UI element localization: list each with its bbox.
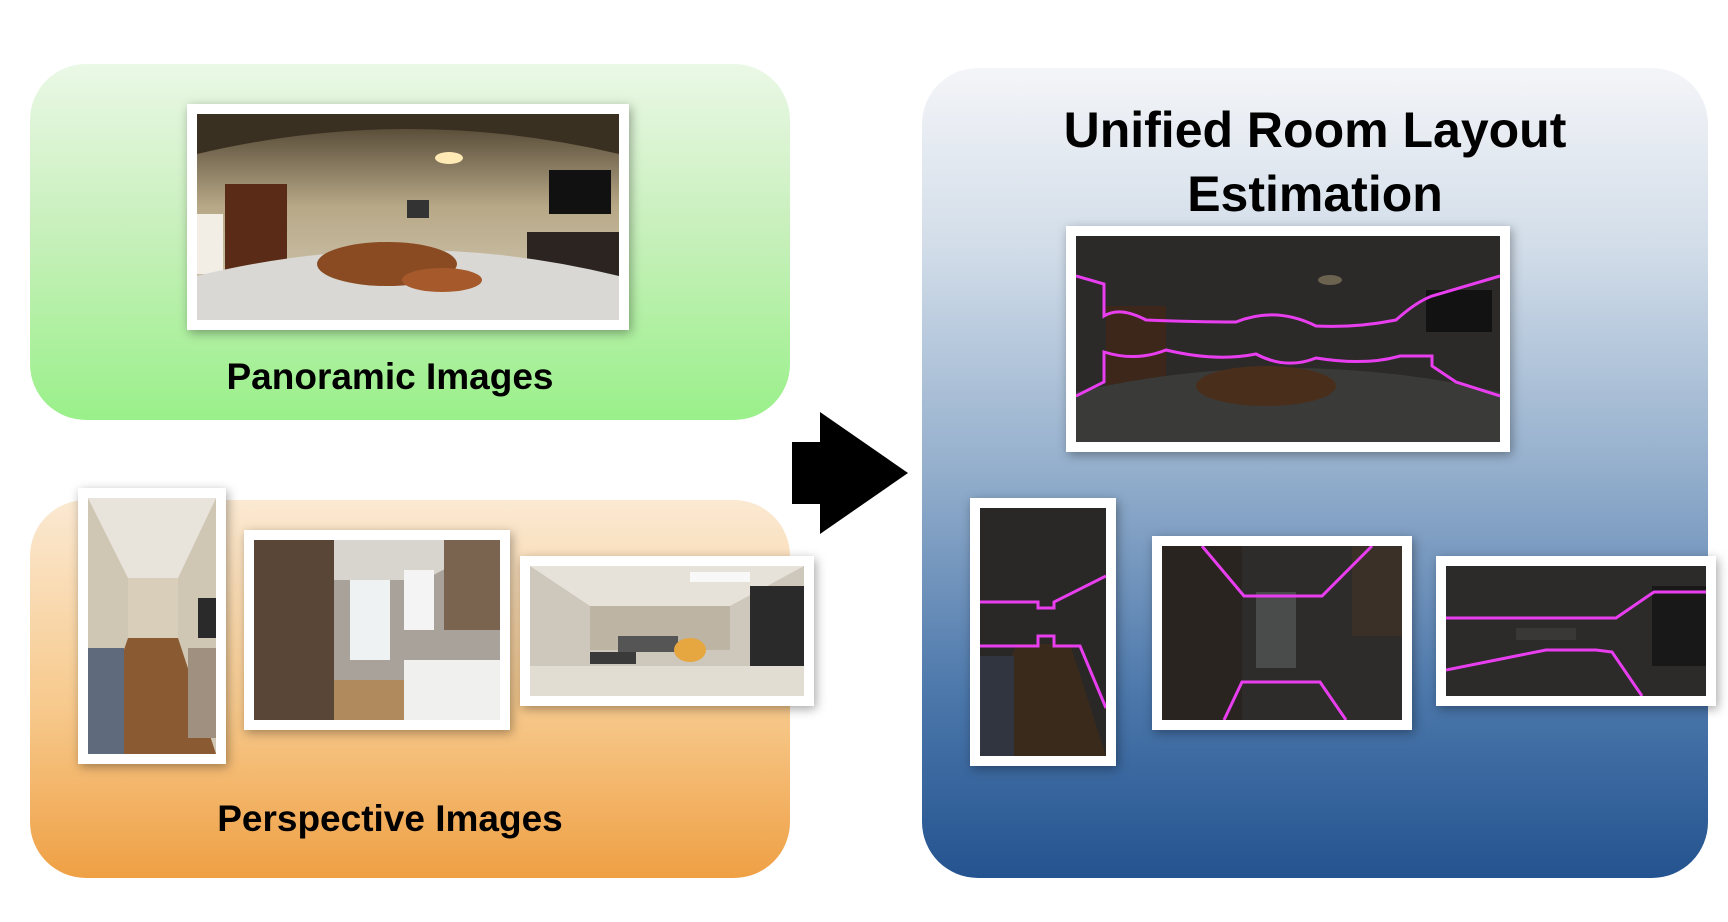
unified-layout-title: Unified Room Layout Estimation bbox=[922, 98, 1708, 226]
living-room-layout-photo bbox=[1436, 556, 1716, 706]
perspective-photo-kitchen bbox=[244, 530, 510, 730]
kitchen-layout-photo bbox=[1152, 536, 1412, 730]
panorama-layout-photo bbox=[1066, 226, 1510, 452]
title-line-2: Estimation bbox=[1187, 166, 1443, 222]
title-line-1: Unified Room Layout bbox=[1063, 102, 1567, 158]
right-arrow-icon bbox=[792, 412, 908, 534]
bedroom-layout-photo bbox=[970, 498, 1116, 766]
panoramic-images-label: Panoramic Images bbox=[226, 356, 554, 397]
perspective-images-label: Perspective Images bbox=[217, 798, 563, 839]
panorama-photo bbox=[187, 104, 629, 330]
perspective-photo-living bbox=[520, 556, 814, 706]
perspective-photo-bedroom bbox=[78, 488, 226, 764]
